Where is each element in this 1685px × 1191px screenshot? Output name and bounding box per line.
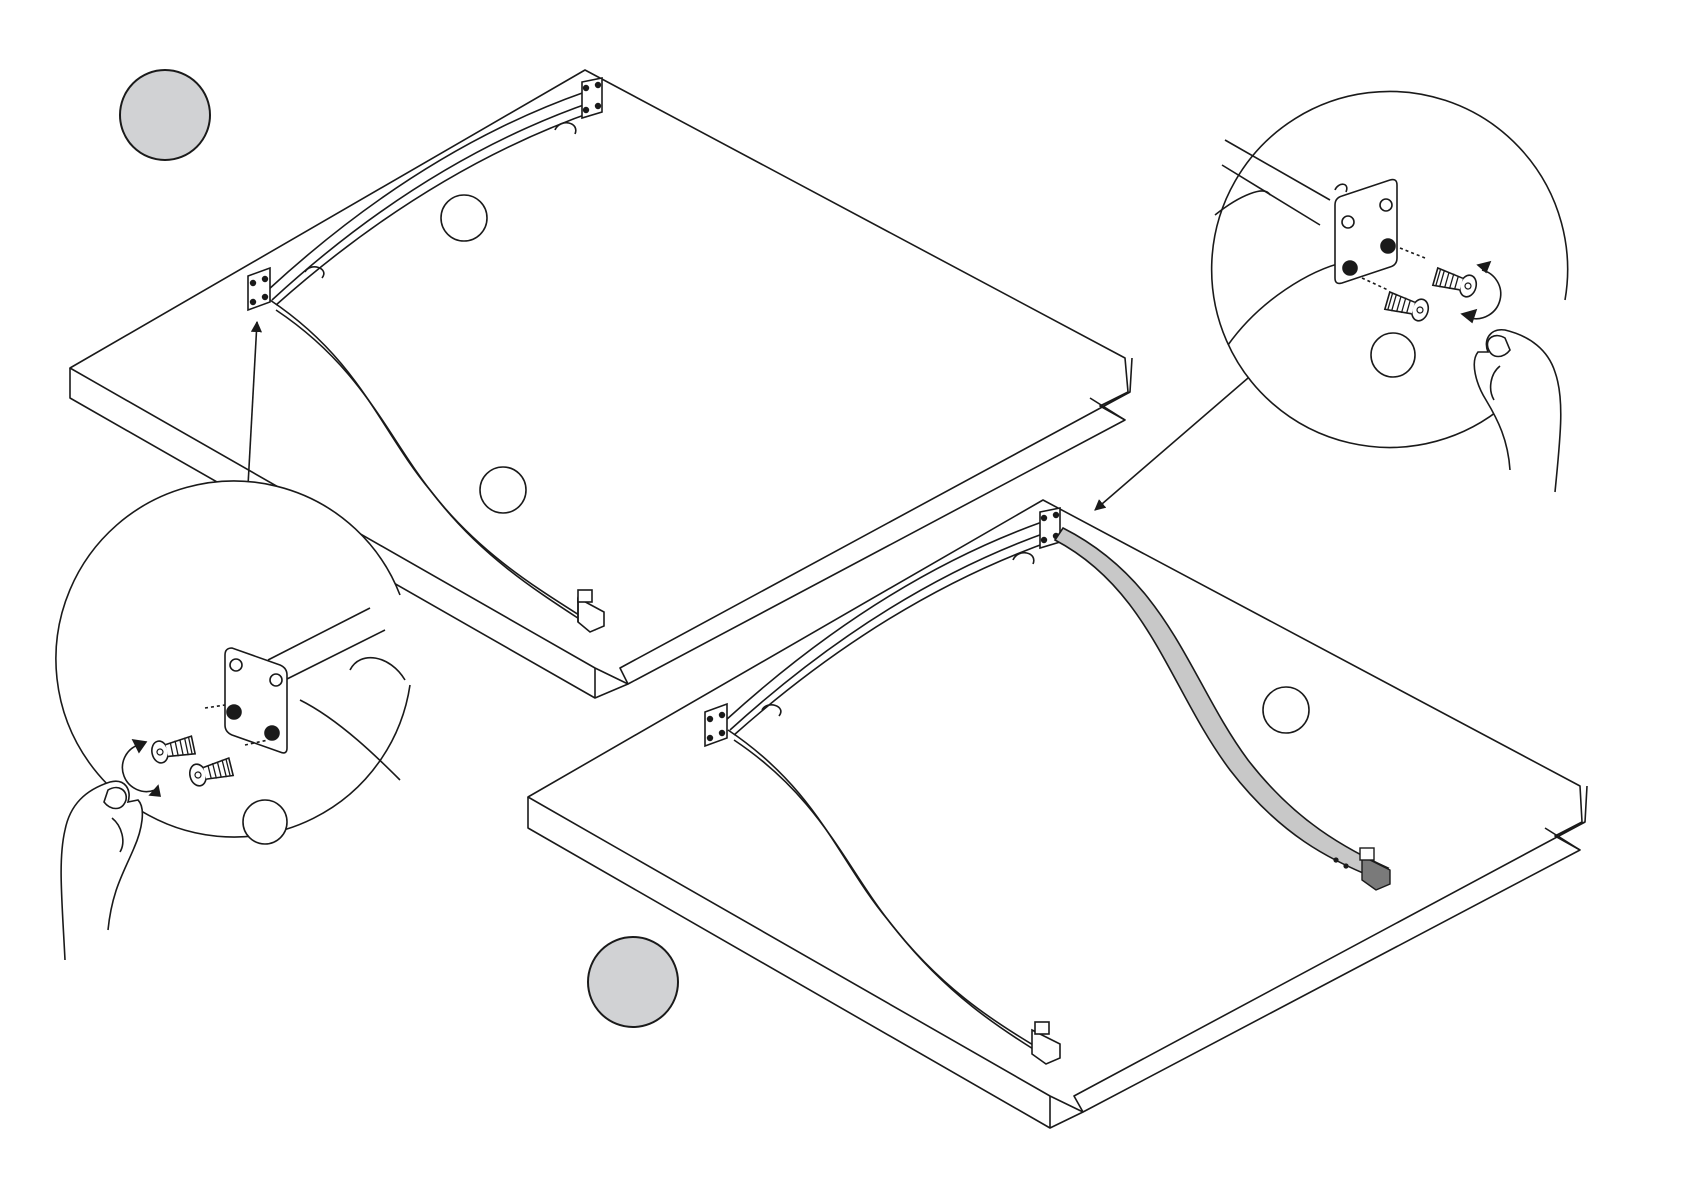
detail-circle-right xyxy=(1212,91,1568,492)
detail-circle-left xyxy=(56,481,410,960)
marker-c xyxy=(243,800,287,844)
hand-icon xyxy=(61,781,142,960)
step-badge-1 xyxy=(120,70,210,160)
marker-b xyxy=(480,467,526,513)
marker-d xyxy=(1263,687,1309,733)
marker-a xyxy=(441,195,487,241)
step-badge-2 xyxy=(588,937,678,1027)
marker-e xyxy=(1371,333,1415,377)
